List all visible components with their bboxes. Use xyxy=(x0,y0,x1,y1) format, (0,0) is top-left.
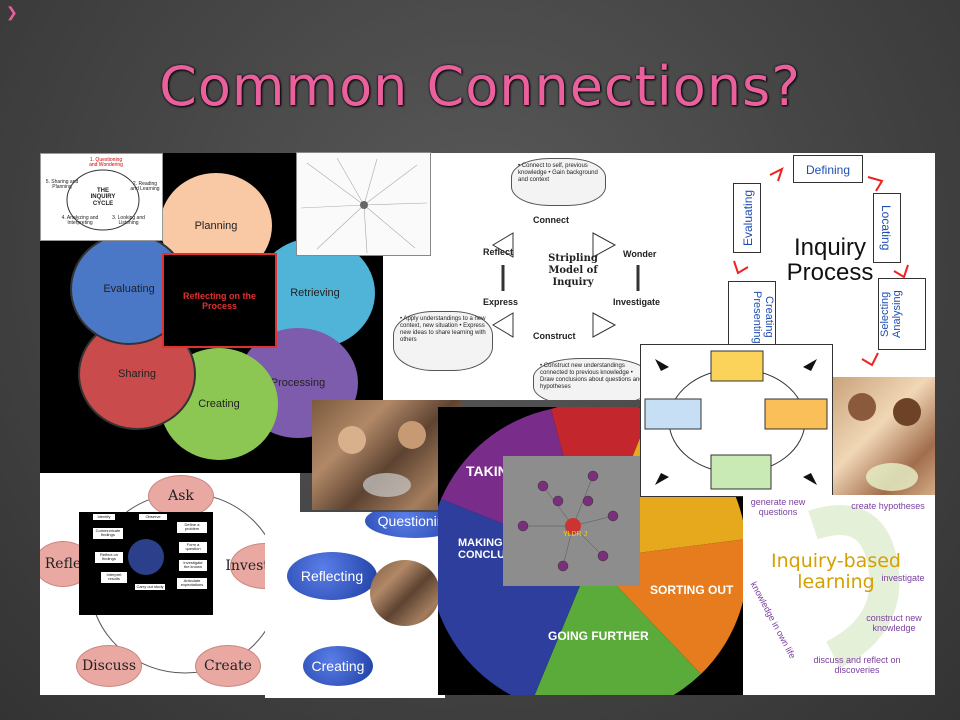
phases-diagram-image xyxy=(640,344,833,497)
reflecting-center-box: Reflecting on the Process xyxy=(162,253,277,348)
node-wonder: Wonder xyxy=(623,249,657,259)
inquiry-process-title: Inquiry Process xyxy=(786,234,874,287)
questioning-oval: Questioning xyxy=(365,512,445,538)
bullet-icon: ❯ xyxy=(6,4,18,20)
cycle-discuss: Discuss xyxy=(76,645,142,687)
construct-cloud: • Construct new understandings connected… xyxy=(533,358,651,400)
node-express: Express xyxy=(483,297,519,307)
inquiry-based-learning-image: generate new questions create hypotheses… xyxy=(743,495,935,695)
students-photo-circle xyxy=(370,560,440,626)
cycle-create: Create xyxy=(195,645,261,687)
segment-sorting-out: SORTING OUT xyxy=(650,583,734,597)
node-investigate: Investigate xyxy=(613,297,661,307)
questioning-reflecting-image: Questioning Reflecting Creating xyxy=(265,512,445,698)
segment-going-further: GOING FURTHER xyxy=(548,629,649,643)
step-creating: Creating Presenting xyxy=(728,281,776,353)
network-graph-image: YLDR J xyxy=(503,456,640,586)
inquiry-cycle-thumb: 1. Questioning and Wondering 2. Reading … xyxy=(40,153,163,241)
connect-cloud: • Connect to self, previous knowledge • … xyxy=(511,158,606,206)
express-cloud: • Apply understandings to a new context,… xyxy=(393,311,493,371)
step-defining: Defining xyxy=(793,155,863,183)
mindmap-thumbnail xyxy=(296,152,431,256)
reflecting-oval: Reflecting xyxy=(287,552,377,600)
observation-chart-image: Observe Define a problem Form a question… xyxy=(79,512,213,615)
ibl-title: Inquiry-based learning xyxy=(771,550,901,593)
kids-photo-left xyxy=(312,400,462,510)
kids-photo-right xyxy=(832,377,935,514)
step-locating: Locating xyxy=(873,193,901,263)
creating-oval: Creating xyxy=(303,646,373,686)
node-connect: Connect xyxy=(533,215,569,225)
network-center-label: YLDR J xyxy=(563,531,588,538)
stripling-title: Stripling Model of Inquiry xyxy=(548,253,598,288)
slide-title: Common Connections? xyxy=(159,55,801,118)
node-construct: Construct xyxy=(533,331,576,341)
node-reflect: Reflect xyxy=(483,247,514,257)
cycle-ask: Ask xyxy=(148,475,214,517)
